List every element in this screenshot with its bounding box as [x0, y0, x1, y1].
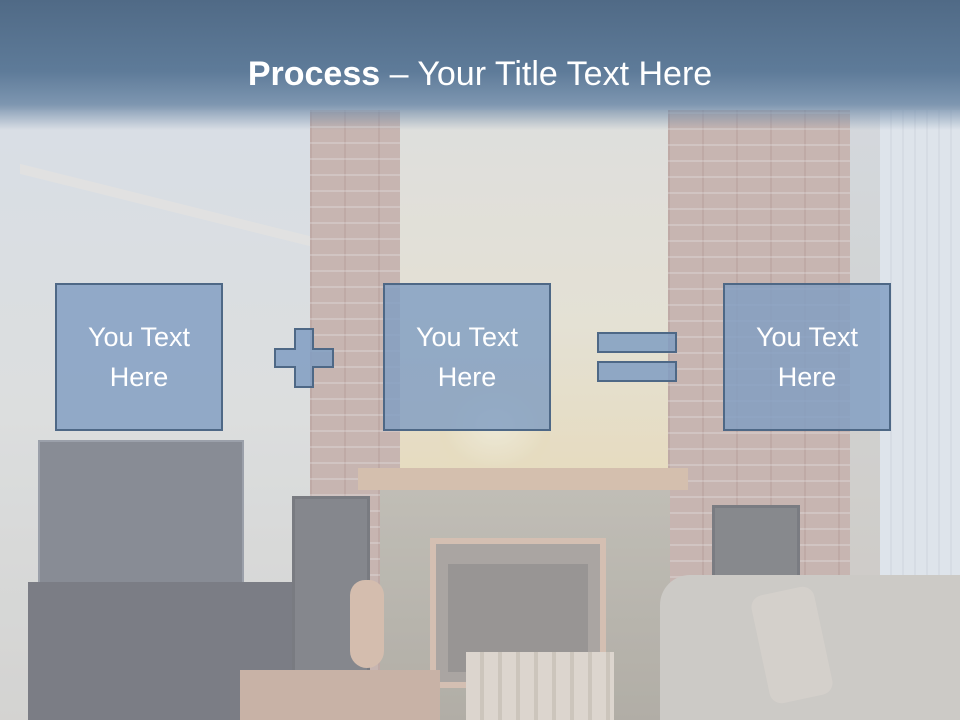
process-box-1-line2: Here	[109, 362, 169, 392]
process-box-2-line1: You Text	[415, 322, 519, 352]
floor	[240, 670, 440, 720]
process-box-3[interactable]: You Text Here	[723, 283, 891, 431]
coffee-table	[466, 652, 614, 720]
process-box-3-line1: You Text	[755, 322, 859, 352]
title-bar: Process – Your Title Text Here	[0, 0, 960, 130]
process-box-2[interactable]: You Text Here	[383, 283, 551, 431]
slide-title[interactable]: Process – Your Title Text Here	[0, 50, 960, 98]
process-box-1[interactable]: You Text Here	[55, 283, 223, 431]
title-rest: – Your Title Text Here	[380, 55, 713, 93]
process-box-3-line2: Here	[777, 362, 837, 392]
title-bold: Process	[247, 55, 381, 93]
equals-icon	[597, 332, 677, 382]
process-box-1-line1: You Text	[87, 322, 191, 352]
process-box-2-line2: Here	[437, 362, 497, 392]
fireplace-mantel	[358, 468, 688, 490]
plus-icon	[274, 328, 334, 388]
guitar	[350, 580, 384, 668]
